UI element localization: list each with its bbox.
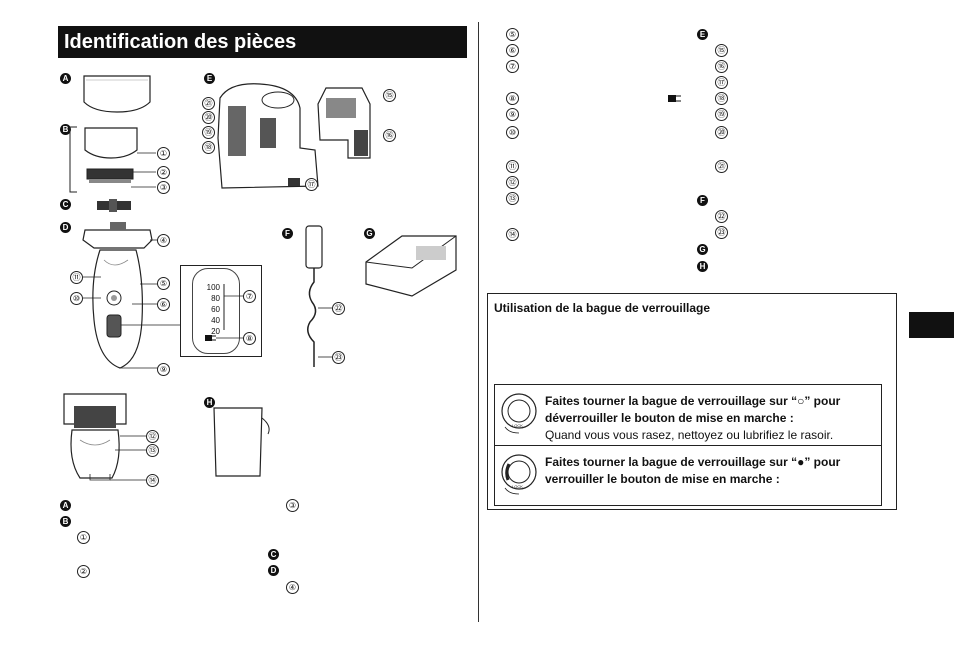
leader-lines-left [83,276,101,299]
list-21: ㉑ [715,160,728,173]
badge-e: E [204,73,215,84]
callout-1: ① [157,147,170,160]
bottom-callout-3: ③ [286,499,299,512]
battery-indicator-panel [180,265,262,357]
badge-c: C [60,199,71,210]
badge-g: G [364,228,375,239]
foil-frame-illustration [69,126,156,193]
column-divider [478,22,479,622]
list-5: ⑤ [506,28,519,41]
indicator-outline [192,268,240,354]
ac-adaptor-illustration [305,225,332,367]
battery-levels: 100 80 60 40 20 [206,282,220,337]
callout-8: ⑧ [243,332,256,345]
bottom-callout-4: ④ [286,581,299,594]
list-badge-h: H [697,261,708,272]
unlock-dial-icon [501,393,537,434]
badge-b: B [60,124,71,135]
list-badge-f: F [697,195,708,206]
list-7: ⑦ [506,60,519,73]
callout-7: ⑦ [243,290,256,303]
badge-f: F [282,228,293,239]
shaver-body-illustration [82,222,180,369]
travel-case-illustration [365,235,457,297]
list-18: ⑱ [715,92,728,105]
plug-icon [668,95,681,102]
list-11: ⑪ [506,160,519,173]
callout-18: ⑱ [202,141,215,154]
unlock-instruction: LOCK Faites tourner la bague de verrouil… [494,384,882,446]
unlock-text: Quand vous vous rasez, nettoyez ou lubri… [545,428,834,442]
callout-14: ⑭ [146,474,159,487]
list-8: ⑧ [506,92,519,105]
level-100: 100 [206,283,220,292]
page-title: Identification des pièces [58,26,467,58]
lock-instruction: LOCK Faites tourner la bague de verrouil… [494,445,882,506]
callout-2: ② [157,166,170,179]
badge-c-bottom: C [268,549,279,560]
callout-22: ㉒ [332,302,345,315]
level-40: 40 [211,316,220,325]
list-17: ⑰ [715,76,728,89]
list-badge-e: E [697,29,708,40]
badge-d-bottom: D [268,565,279,576]
callout-17: ⑰ [305,178,318,191]
list-22: ㉒ [715,210,728,223]
plug-icon [205,335,216,341]
callout-10: ⑩ [70,292,83,305]
unlock-bold-text: Faites tourner la bague de verrouillage … [545,394,841,425]
list-12: ⑫ [506,176,519,189]
list-9: ⑨ [506,108,519,121]
callout-20: ⑳ [202,111,215,124]
lock-bold-text: Faites tourner la bague de verrouillage … [545,455,841,486]
list-13: ⑬ [506,192,519,205]
level-80: 80 [211,294,220,303]
callout-21: ㉑ [202,97,215,110]
level-60: 60 [211,305,220,314]
pouch-illustration [213,407,270,477]
section-tab [909,312,954,338]
lock-dial-label: LOCK [512,484,523,489]
badge-a-bottom: A [60,500,71,511]
list-badge-g: G [697,244,708,255]
inner-blade-illustration [97,199,131,212]
lock-ring-box [487,293,897,510]
badge-a: A [60,73,71,84]
bottom-callout-2: ② [77,565,90,578]
list-6: ⑥ [506,44,519,57]
badge-b-bottom: B [60,516,71,527]
lock-ring-title: Utilisation de la bague de verrouillage [494,301,711,315]
callout-11: ⑪ [70,271,83,284]
callout-19: ⑲ [202,126,215,139]
callout-23: ㉓ [332,351,345,364]
callout-16: ⑯ [383,129,396,142]
bottom-callout-1: ① [77,531,90,544]
callout-5: ⑤ [157,277,170,290]
unlock-dial-label: LOCK [512,423,523,428]
callout-15: ⑮ [383,89,396,102]
shaver-head-detail-illustration [63,393,146,481]
callout-4: ④ [157,234,170,247]
list-14: ⑭ [506,228,519,241]
level-20: 20 [211,327,220,336]
outer-foil-illustration [83,75,151,113]
callout-9: ⑨ [157,363,170,376]
lock-dial-icon [501,454,537,495]
callout-12: ⑫ [146,430,159,443]
callout-13: ⑬ [146,444,159,457]
charging-stand-illustration [217,83,319,189]
callout-3: ③ [157,181,170,194]
list-23: ㉓ [715,226,728,239]
list-16: ⑯ [715,60,728,73]
badge-h: H [204,397,215,408]
list-19: ⑲ [715,108,728,121]
list-15: ⑮ [715,44,728,57]
list-10: ⑩ [506,126,519,139]
callout-6: ⑥ [157,298,170,311]
badge-d: D [60,222,71,233]
list-20: ⑳ [715,126,728,139]
stand-adapter-illustration [317,87,371,159]
